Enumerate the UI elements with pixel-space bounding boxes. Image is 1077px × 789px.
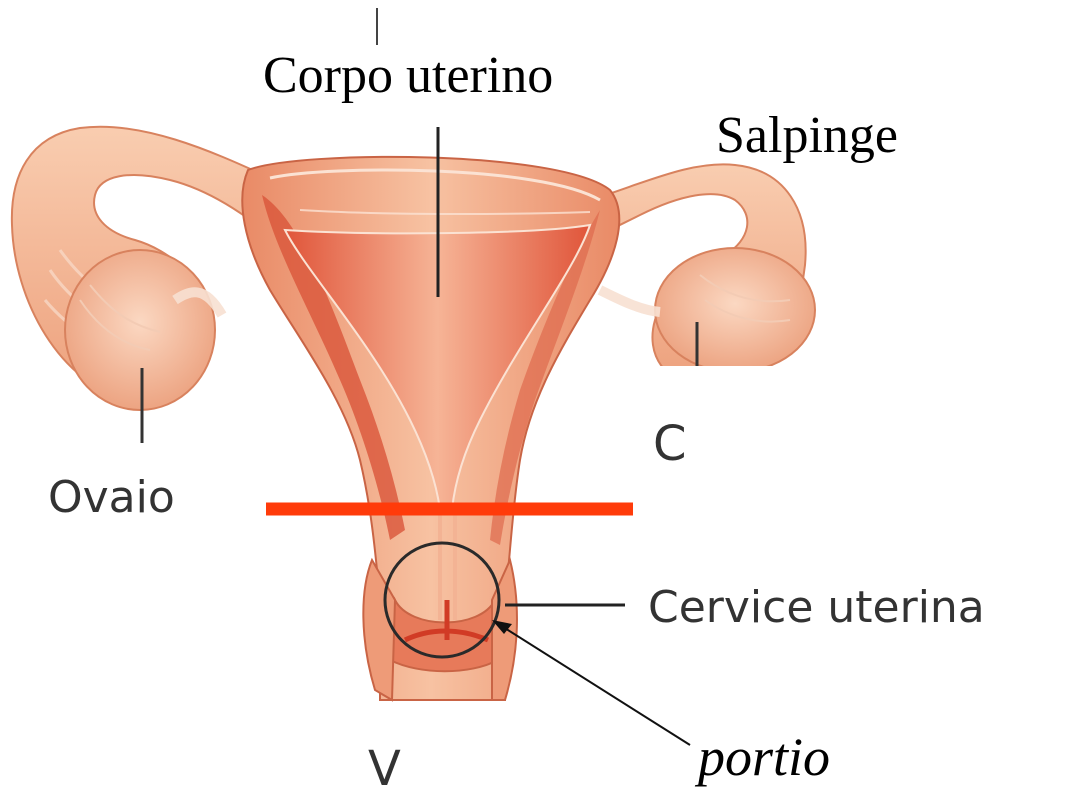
label-portio: portio: [694, 727, 830, 787]
label-cervice-uterina: Cervice uterina: [648, 582, 985, 633]
portio-arrow-line: [500, 625, 690, 745]
right-ovary: [655, 248, 815, 372]
label-corpo-uterino: Corpo uterino: [263, 47, 553, 104]
left-ovary: [65, 250, 215, 410]
fragment-bottom-text: V: [368, 741, 401, 789]
label-salpinge: Salpinge: [716, 107, 898, 164]
right-ovarian-ligament: [600, 290, 660, 312]
fragment-right-text: C: [653, 416, 687, 472]
label-ovaio: Ovaio: [48, 472, 175, 523]
